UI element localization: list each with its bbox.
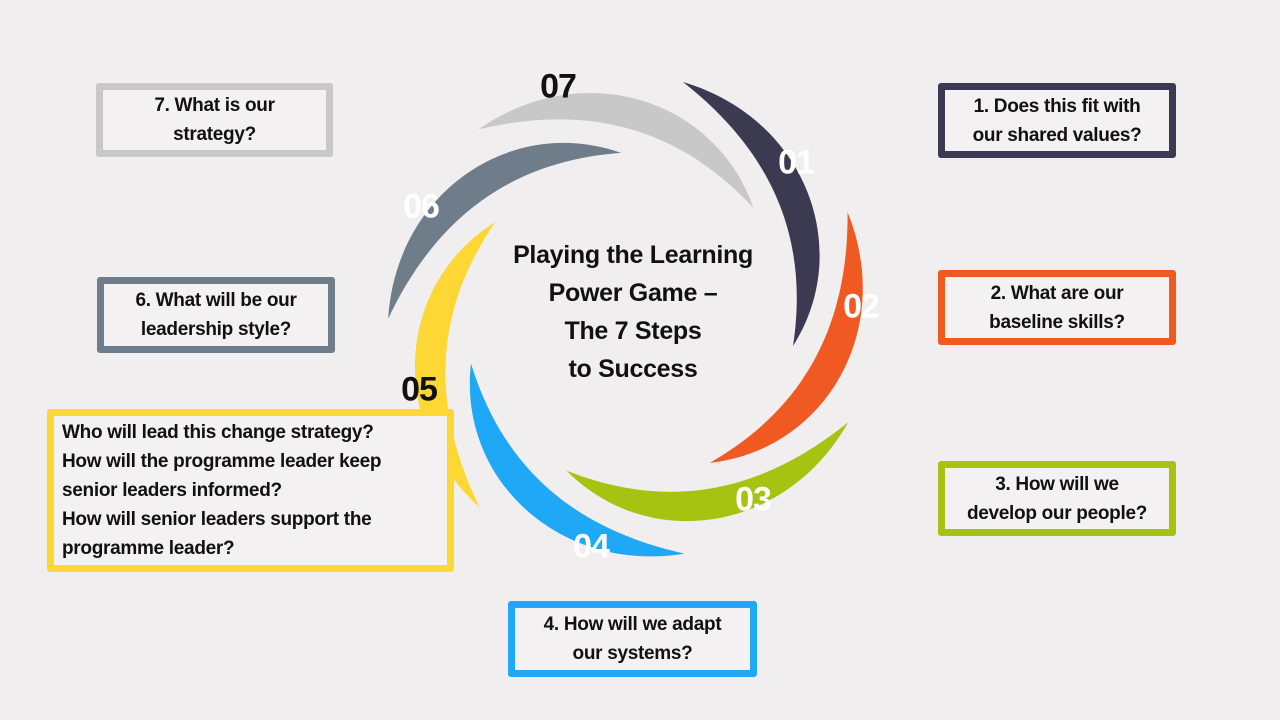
title-line: Playing the Learning bbox=[513, 241, 753, 269]
step-box-06: 6. What will be our leadership style? bbox=[97, 277, 335, 353]
step-box-05: Who will lead this change strategy? How w… bbox=[47, 409, 454, 572]
step-box-03: 3. How will we develop our people? bbox=[938, 461, 1176, 536]
box-line: senior leaders informed? bbox=[62, 480, 282, 501]
step-number-03: 03 bbox=[735, 480, 772, 519]
step-box-01: 1. Does this fit with our shared values? bbox=[938, 83, 1176, 158]
box-line: programme leader? bbox=[62, 538, 235, 559]
box-line: How will the programme leader keep bbox=[62, 451, 382, 472]
step-number-02: 02 bbox=[843, 287, 880, 326]
petal-07 bbox=[478, 93, 754, 209]
box-line: develop our people? bbox=[966, 502, 1148, 524]
box-line: Who will lead this change strategy? bbox=[62, 422, 374, 443]
title-line: to Success bbox=[568, 355, 698, 383]
petal-01 bbox=[683, 82, 820, 346]
box-line: 2. What are our bbox=[990, 282, 1124, 304]
step-box-07: 7. What is our strategy? bbox=[96, 83, 333, 157]
box-line: How will senior leaders support the bbox=[62, 509, 372, 530]
step-number-01: 01 bbox=[778, 143, 815, 182]
box-line: strategy? bbox=[173, 124, 256, 145]
title-line: Power Game – bbox=[548, 279, 718, 307]
petal-04 bbox=[469, 363, 685, 557]
box-line: leadership style? bbox=[140, 319, 292, 340]
box-line: 7. What is our bbox=[154, 95, 275, 116]
step-number-05: 05 bbox=[401, 370, 438, 409]
petal-06 bbox=[388, 143, 622, 319]
box-line: our shared values? bbox=[972, 124, 1142, 146]
step-number-06: 06 bbox=[403, 187, 440, 226]
step-number-04: 04 bbox=[573, 527, 610, 566]
petal-02 bbox=[709, 212, 863, 463]
box-line: 6. What will be our bbox=[135, 290, 297, 311]
step-box-02: 2. What are our baseline skills? bbox=[938, 270, 1176, 345]
step-box-04: 4. How will we adapt our systems? bbox=[508, 601, 757, 677]
diagram-title: Playing the Learning Power Game – The 7 … bbox=[480, 236, 786, 388]
step-number-07: 07 bbox=[540, 67, 577, 106]
box-line: 4. How will we adapt bbox=[543, 614, 722, 635]
box-line: 1. Does this fit with bbox=[973, 95, 1141, 117]
title-line: The 7 Steps bbox=[564, 317, 702, 345]
box-line: baseline skills? bbox=[989, 311, 1125, 333]
box-line: 3. How will we bbox=[995, 473, 1119, 495]
box-line: our systems? bbox=[572, 643, 693, 664]
petal-03 bbox=[566, 422, 849, 522]
